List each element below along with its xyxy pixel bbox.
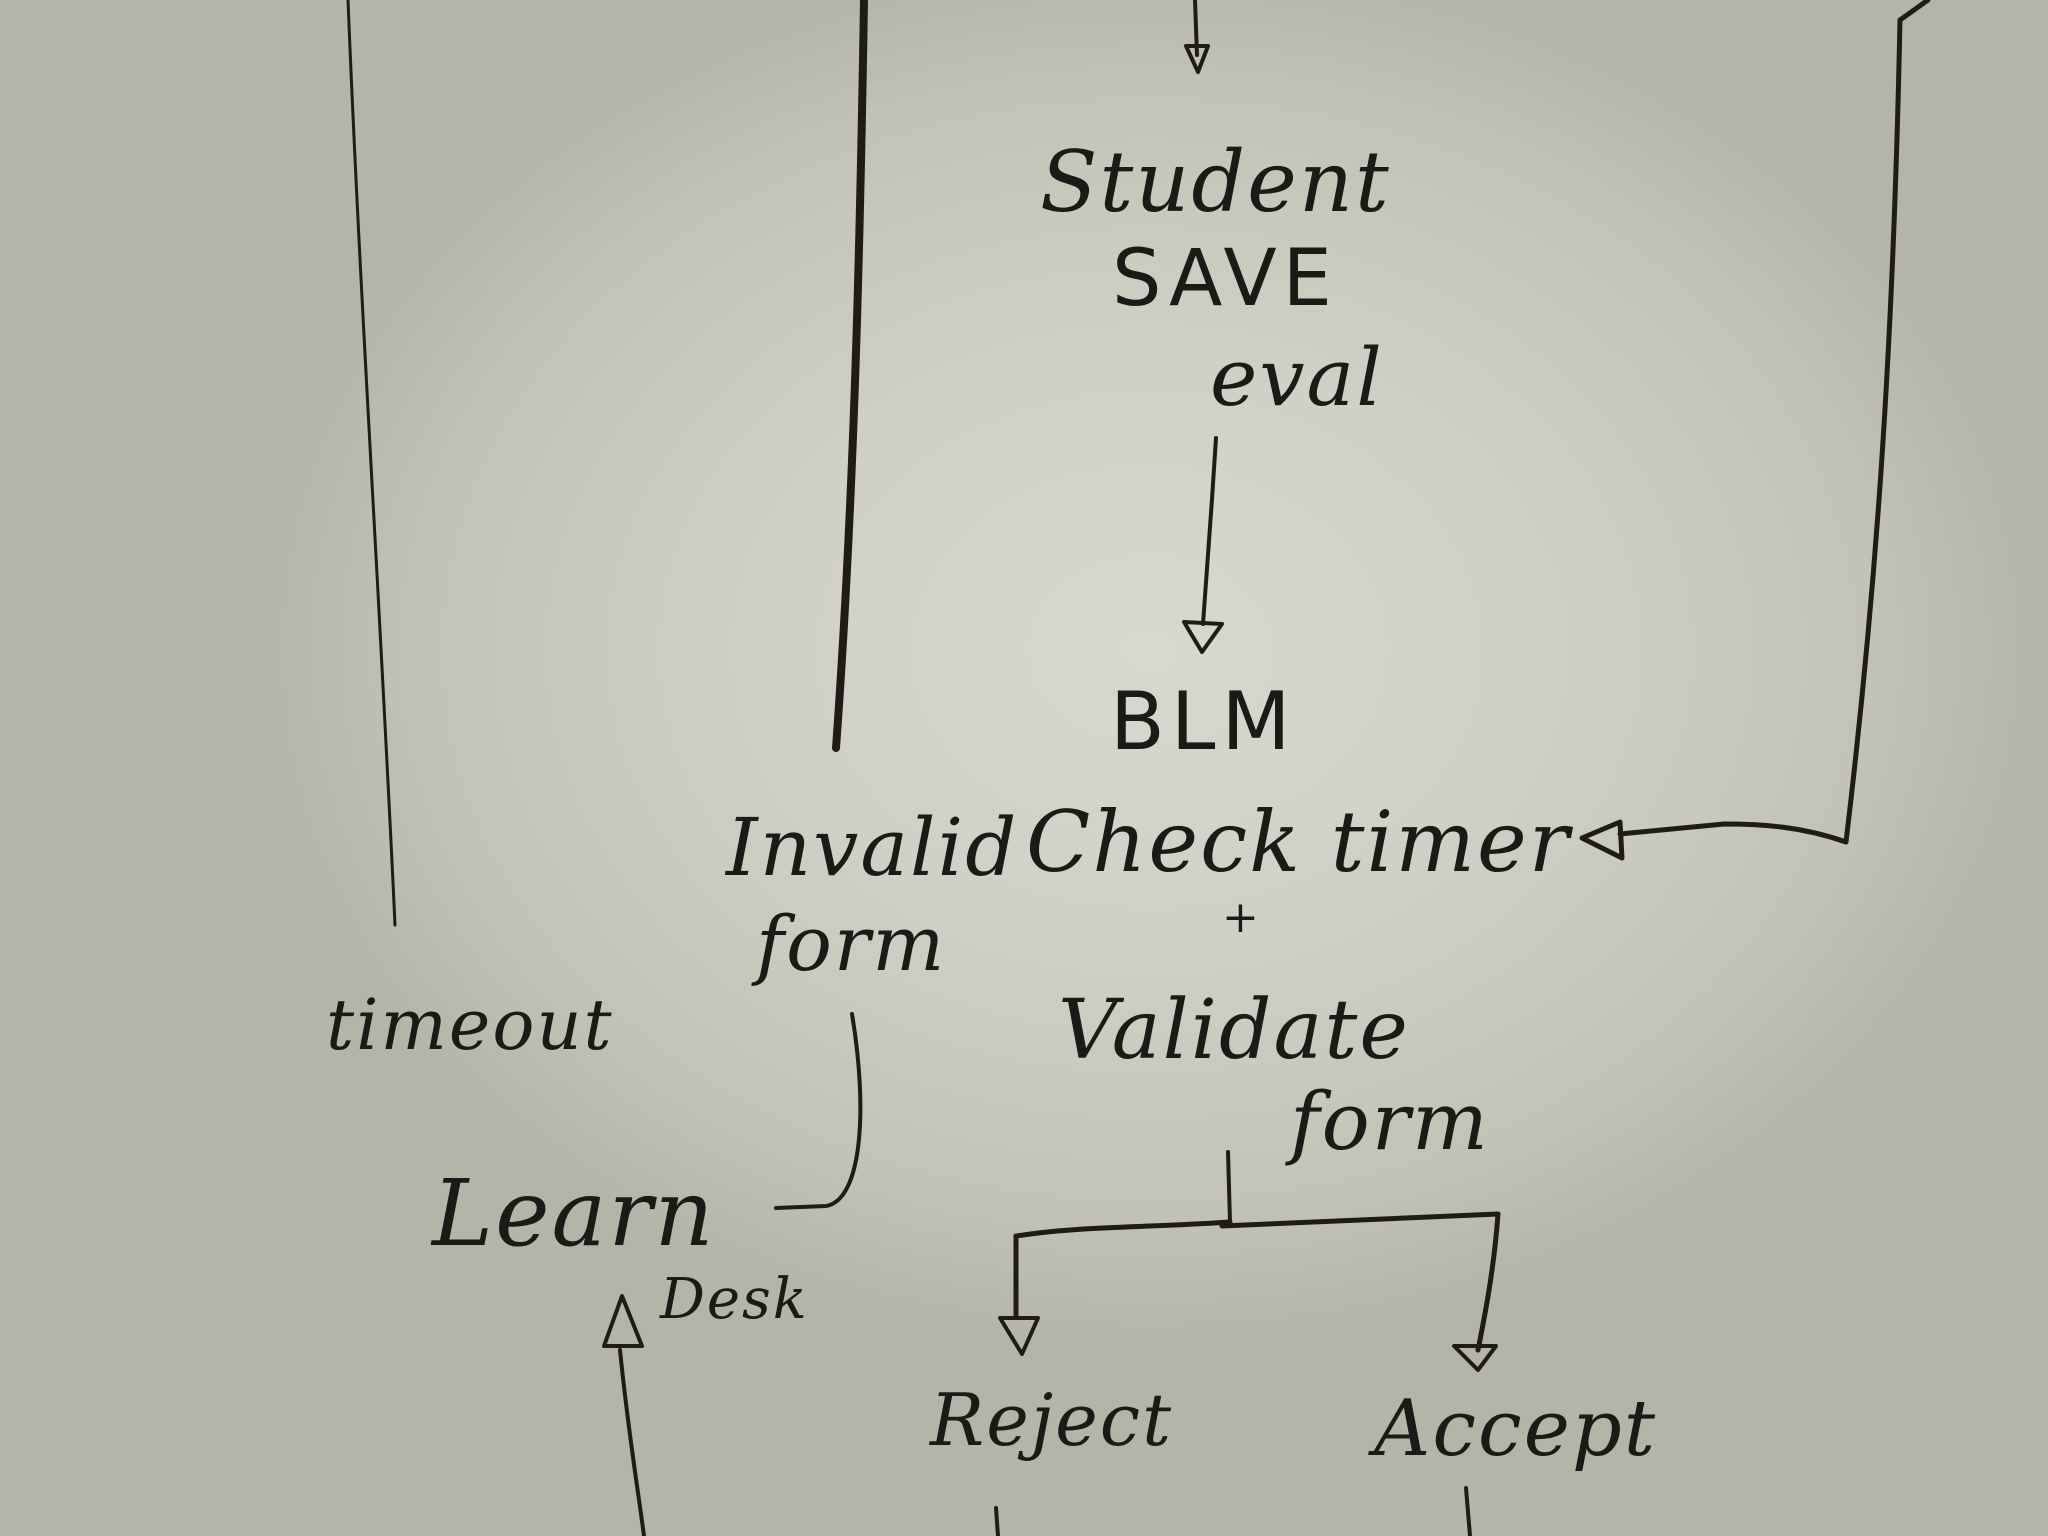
eval-to-blm-arrowhead-icon	[1182, 620, 1224, 654]
node-invalid-form-label: form	[756, 899, 947, 988]
accept-arrowhead-icon	[1452, 1344, 1498, 1372]
node-student-label: Student	[1040, 133, 1391, 231]
invalid-form-line	[832, 0, 868, 752]
eval-to-blm-line	[1201, 436, 1218, 626]
node-desk-label: Desk	[660, 1267, 809, 1332]
node-reject-label: Reject	[930, 1378, 1174, 1462]
node-plus-sign: +	[1222, 892, 1261, 943]
invalid-to-learn-curve	[774, 1012, 863, 1210]
reject-arrowhead-icon	[998, 1316, 1040, 1356]
top-arrowhead-icon	[1184, 44, 1210, 74]
node-learn-label: Learn	[432, 1160, 716, 1267]
timer-loop-arrowhead-icon	[1579, 819, 1625, 861]
node-accept-label: Accept	[1374, 1384, 1658, 1474]
accept-exit-line	[1464, 1486, 1472, 1536]
node-save-label: SAVE	[1112, 234, 1338, 324]
node-eval-label: eval	[1210, 331, 1384, 424]
validate-stem-line	[1226, 1150, 1232, 1224]
branch-bar-line	[1013, 1211, 1501, 1353]
reject-exit-line	[994, 1506, 1000, 1536]
node-check-timer-label: Check timer	[1026, 793, 1571, 891]
timeout-line	[346, 0, 397, 927]
learn-desk-arrowhead-icon	[602, 1294, 644, 1348]
timer-loop-line	[1617, 0, 1931, 845]
node-validate-form-label: form	[1290, 1075, 1490, 1168]
node-blm-label: BLM	[1110, 675, 1297, 768]
node-invalid-label: Invalid	[726, 801, 1019, 894]
bottom-to-learn-line	[618, 1348, 646, 1536]
node-timeout-label: timeout	[326, 984, 614, 1066]
node-validate-label: Validate	[1058, 983, 1410, 1078]
